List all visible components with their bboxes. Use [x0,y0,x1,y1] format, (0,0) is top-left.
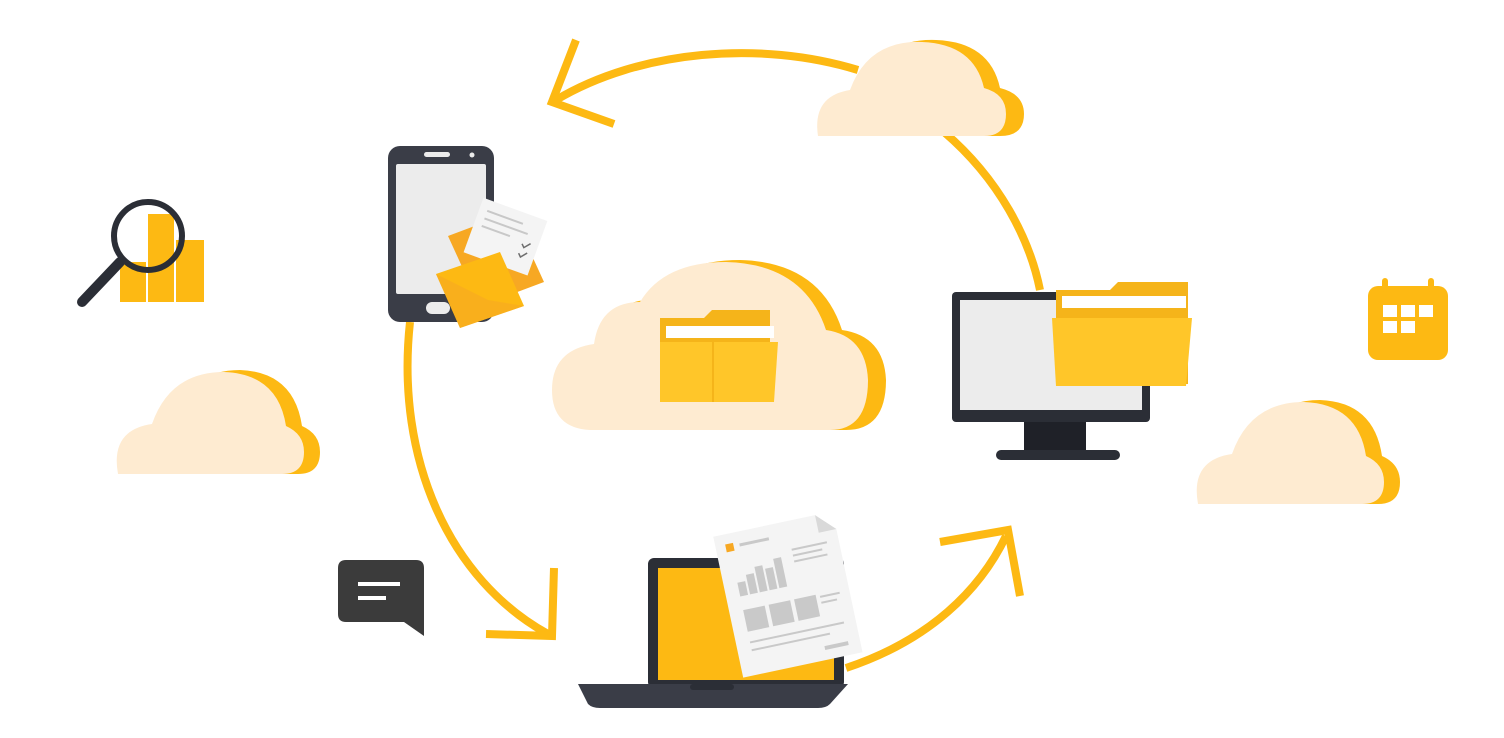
arrow-bottom-arc [844,534,1010,672]
chat-bubble-icon [338,560,424,636]
cloud-right [1196,400,1400,504]
envelope-icon [436,197,548,328]
arrow-bottom-head [939,525,1024,597]
arrow-top-head [546,38,616,128]
calendar-icon [1368,278,1448,360]
arrow-right-arc [941,128,1044,291]
cloud-left [116,370,320,474]
cycle-arrows [403,38,1044,672]
arrow-left-arc [403,321,550,638]
folder-icon [1052,282,1192,386]
cloud-icon [116,39,1400,504]
cloud-top [817,39,1024,136]
magnifier-chart-icon [77,199,204,307]
folder-icon [660,310,778,402]
arrow-top-arc [553,49,860,104]
cloud-folder-icon [552,260,886,430]
document-icon [713,515,863,678]
arrow-left-head [485,567,558,641]
